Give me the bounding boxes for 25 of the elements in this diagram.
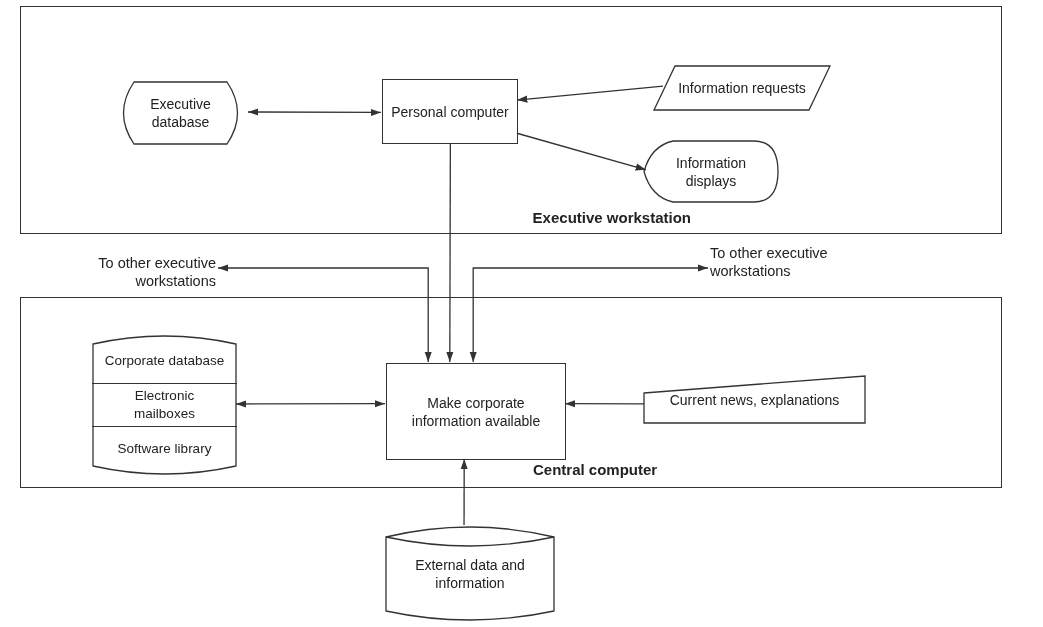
arrow [516,132,647,171]
arrow [446,142,454,363]
node-label: Corporate database [104,352,225,371]
node-label: Information displays [674,153,747,190]
arrow [460,458,468,526]
system-frame [20,297,1002,488]
node-label: To other executive workstations [97,254,216,290]
node-label: Personal computer [391,102,509,121]
node-label: Software library [117,439,212,458]
node-label: External data and information [414,556,526,592]
node-label: Make corporate information available [410,393,542,430]
arrow [247,108,382,117]
arrow [217,264,432,363]
arrow [564,400,645,408]
node-label: Executive workstation [532,207,691,228]
node-label: Central computer [533,459,658,480]
node-label: Executive database [149,95,212,131]
node-label: Electronic mailboxes [133,387,196,423]
node-label: Current news, explanations [669,390,840,409]
node-label: Information requests [678,79,806,97]
system-frame [20,6,1002,234]
node-label: To other executive workstations [710,244,829,280]
arrow [469,264,709,363]
arrow [516,85,664,103]
arrow [235,400,386,408]
